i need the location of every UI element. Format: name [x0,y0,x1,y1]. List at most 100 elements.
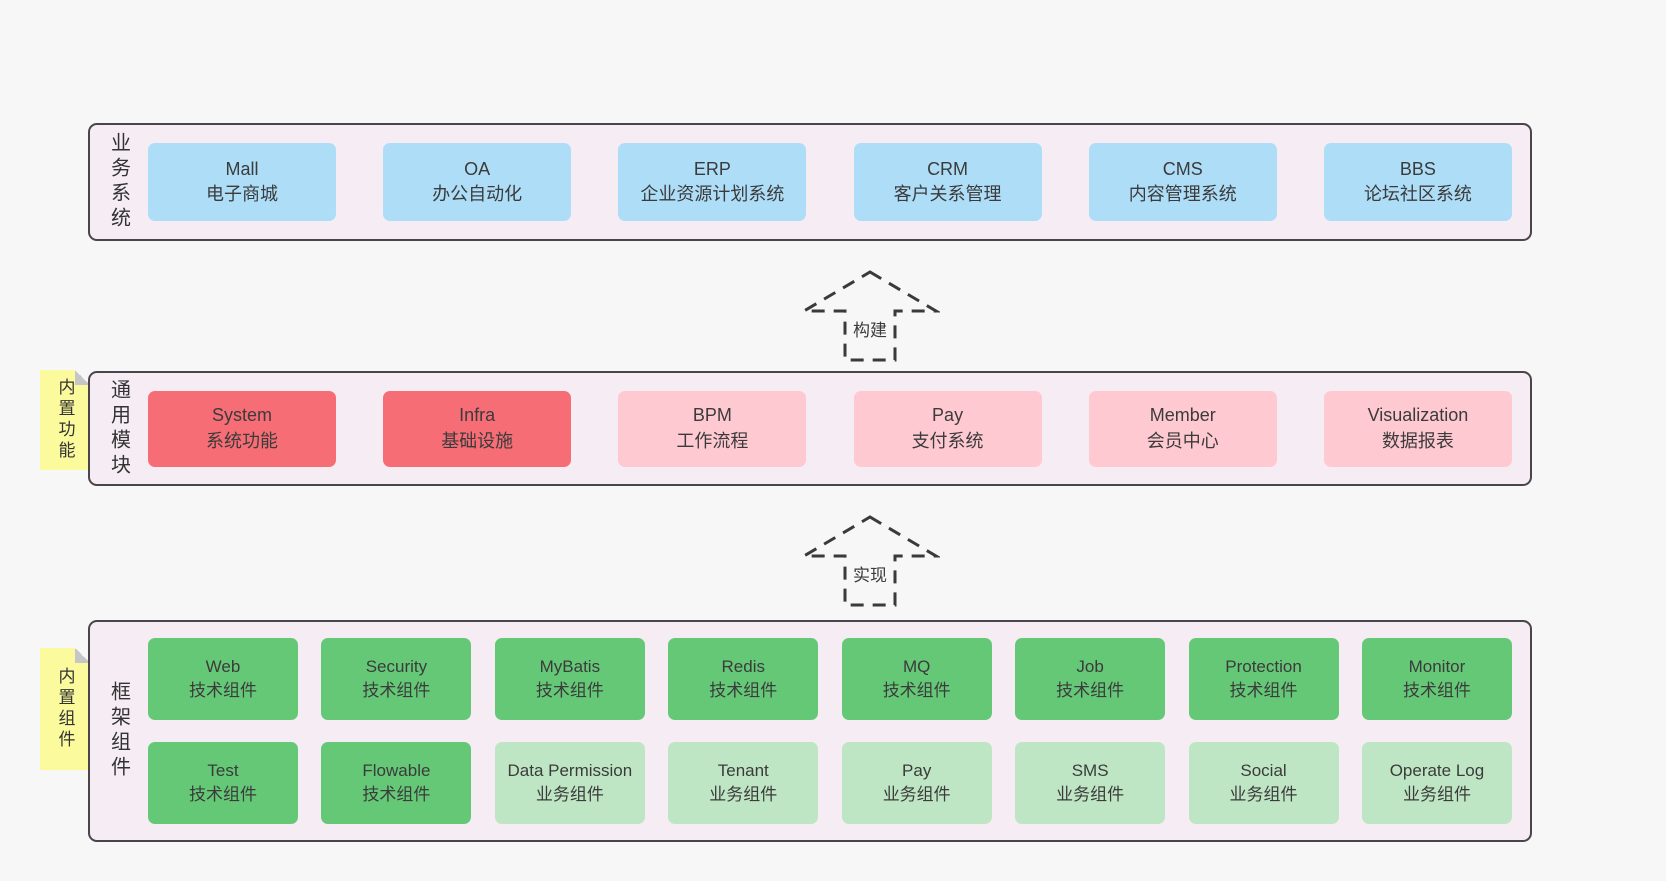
box-erp: ERP 企业资源计划系统 [618,143,807,221]
arrow-label: 构建 [850,316,890,341]
box-title: Member [1149,405,1216,426]
box-subtitle: 数据报表 [1381,430,1454,451]
box-flowable: Flowable 技术组件 [321,742,472,824]
box-title: Monitor [1408,657,1466,677]
box-bbs: BBS 论坛社区系统 [1323,143,1512,221]
box-monitor: Monitor 技术组件 [1361,638,1512,720]
box-web: Web 技术组件 [148,638,298,720]
box-redis: Redis 技术组件 [668,638,819,720]
layer-content: Web 技术组件 Security 技术组件 MyBatis 技术组件 Redi… [148,622,1530,840]
box-subtitle: 技术组件 [709,681,778,700]
box-infra: Infra 基础设施 [383,390,572,467]
box-title: Test [207,761,239,781]
box-subtitle: 技术组件 [189,785,257,804]
box-subtitle: 基础设施 [441,430,514,451]
box-title: Web [205,657,241,677]
layer-business-systems: 业务系统 Mall 电子商城 OA 办公自动化 ERP 企业资源计划系统 CRM… [88,123,1532,241]
box-subtitle: 技术组件 [882,681,951,700]
box-job: Job 技术组件 [1015,638,1166,720]
box-system: System 系统功能 [148,390,336,467]
box-title: CMS [1162,158,1203,179]
box-tenant: Tenant 业务组件 [668,742,819,824]
arrow-label: 实现 [850,561,890,586]
folded-corner-icon [75,370,90,385]
layer-content: System 系统功能 Infra 基础设施 BPM 工作流程 Pay 支付系统… [148,373,1530,484]
box-sms: SMS 业务组件 [1015,742,1166,824]
folded-corner-icon [75,648,90,663]
box-visualization: Visualization 数据报表 [1323,390,1512,467]
box-subtitle: 技术组件 [1402,681,1471,700]
box-title: Operate Log [1389,761,1485,781]
sticky-note-text: 内置功能 [55,378,75,462]
box-subtitle: 技术组件 [1229,681,1298,700]
box-subtitle: 技术组件 [1056,681,1125,700]
box-social: Social 业务组件 [1188,742,1339,824]
box-subtitle: 支付系统 [911,430,984,451]
box-member: Member 会员中心 [1088,390,1277,467]
layer-common-modules: 通用模块 System 系统功能 Infra 基础设施 BPM 工作流程 Pay… [88,371,1532,486]
box-subtitle: 电子商城 [206,184,278,204]
box-subtitle: 业务组件 [1056,785,1125,804]
box-title: ERP [693,158,731,179]
box-subtitle: 业务组件 [882,785,951,804]
box-title: CRM [927,158,969,179]
box-title: OA [464,158,491,179]
box-subtitle: 技术组件 [535,681,604,700]
box-subtitle: 业务组件 [1402,785,1471,804]
box-subtitle: 会员中心 [1146,430,1219,451]
box-title: Social [1240,761,1287,781]
box-subtitle: 内容管理系统 [1128,184,1237,204]
box-title: Redis [721,657,765,677]
box-subtitle: 技术组件 [189,681,257,700]
box-pay-business: Pay 业务组件 [841,742,992,824]
box-title: BPM [692,405,732,426]
box-title: Security [365,657,428,677]
sticky-note-builtin-features: 内置功能 [40,370,90,470]
box-data-permission: Data Permission 业务组件 [494,742,645,824]
box-cms: CMS 内容管理系统 [1088,143,1277,221]
box-title: BBS [1399,158,1436,179]
sticky-note-text: 内置组件 [55,667,75,751]
box-protection: Protection 技术组件 [1188,638,1339,720]
box-subtitle: 工作流程 [676,430,749,451]
box-title: Pay [932,405,964,426]
box-title: System [211,405,272,426]
box-title: Infra [459,405,496,426]
box-mq: MQ 技术组件 [841,638,992,720]
layer-label: 框架组件 [90,622,148,840]
box-title: Protection [1225,657,1302,677]
box-subtitle: 系统功能 [206,430,278,451]
box-title: Tenant [717,761,769,781]
box-title: MyBatis [539,657,601,677]
box-title: MQ [902,657,931,677]
layer-label-text: 框架组件 [107,681,130,781]
build-arrow: 构建 [800,269,940,363]
box-bpm: BPM 工作流程 [618,390,807,467]
layer-label-text: 业务系统 [107,132,130,232]
layer-content: Mall 电子商城 OA 办公自动化 ERP 企业资源计划系统 CRM 客户关系… [148,125,1530,239]
box-title: Data Permission [507,761,633,781]
implement-arrow: 实现 [800,514,940,608]
box-subtitle: 办公自动化 [432,184,523,204]
box-operate-log: Operate Log 业务组件 [1361,742,1512,824]
box-title: Flowable [362,761,431,781]
box-subtitle: 论坛社区系统 [1363,184,1472,204]
box-subtitle: 技术组件 [362,681,431,700]
layer-label: 通用模块 [90,373,148,484]
box-crm: CRM 客户关系管理 [853,143,1042,221]
layer-framework-components: 框架组件 Web 技术组件 Security 技术组件 MyBatis 技术组件… [88,620,1532,842]
box-mall: Mall 电子商城 [148,143,336,221]
sticky-note-builtin-components: 内置组件 [40,648,90,770]
layer-label: 业务系统 [90,125,148,239]
box-oa: OA 办公自动化 [383,143,572,221]
box-subtitle: 技术组件 [362,785,431,804]
box-test: Test 技术组件 [148,742,298,824]
box-pay: Pay 支付系统 [853,390,1042,467]
box-title: Pay [902,761,932,781]
box-mybatis: MyBatis 技术组件 [494,638,645,720]
box-title: Visualization [1367,405,1469,426]
box-subtitle: 客户关系管理 [893,184,1002,204]
box-subtitle: 业务组件 [1229,785,1298,804]
layer-label-text: 通用模块 [107,378,130,479]
